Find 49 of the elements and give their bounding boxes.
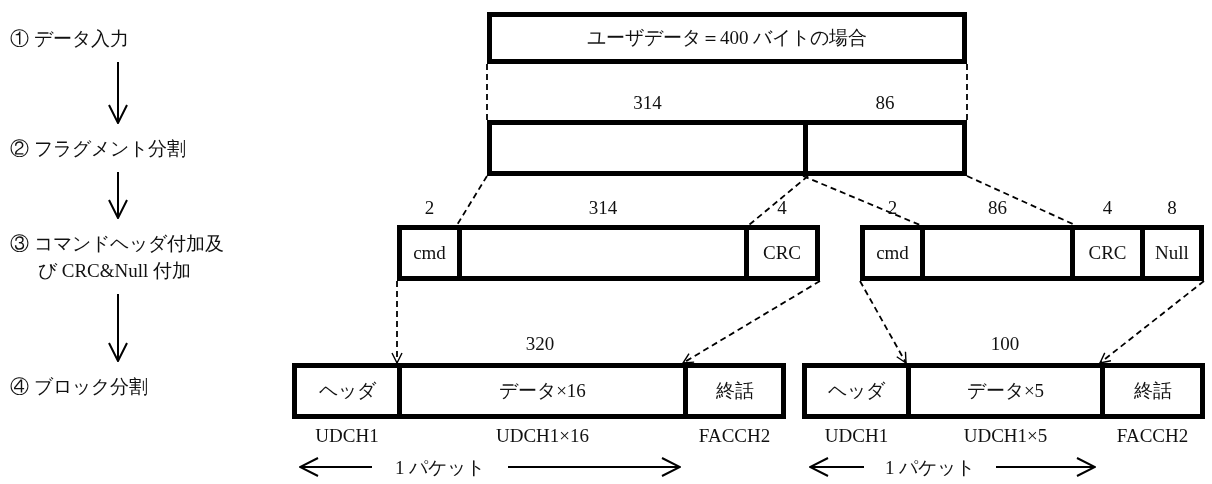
dashed-line: [966, 175, 1076, 226]
byte-count: 4: [1102, 197, 1113, 219]
channel-label: FACCH2: [1116, 425, 1189, 447]
dashed-line: [486, 63, 488, 121]
arrow: [108, 171, 128, 219]
step-text: ① データ入力: [10, 25, 129, 52]
byte-count: 4: [777, 197, 787, 219]
field-label: Null: [1155, 242, 1189, 264]
arrow: [391, 280, 403, 364]
arrow: [1099, 280, 1205, 364]
arrow: [859, 280, 907, 364]
field-label: データ×5: [966, 379, 1045, 403]
byte-count: 320: [525, 333, 555, 355]
field-label: ユーザデータ＝400 バイトの場合: [586, 26, 868, 50]
channel-label: UDCH1×16: [495, 425, 590, 447]
field-label: 終話: [1133, 379, 1172, 403]
field-label: CRC: [763, 242, 801, 264]
channel-label: FACCH2: [698, 425, 771, 447]
byte-count: 8: [1167, 197, 1177, 219]
step-text: ③ コマンドヘッダ付加及び CRC&Null 付加: [10, 230, 235, 284]
step-text: ② フラグメント分割: [10, 135, 186, 162]
byte-count: 100: [990, 333, 1020, 355]
field-label: cmd: [413, 242, 446, 264]
arrow: [682, 280, 821, 364]
field-label: ヘッダ: [828, 379, 885, 403]
channel-label: UDCH1: [315, 425, 379, 447]
channel-label: UDCH1×5: [963, 425, 1048, 447]
dashed-line: [748, 175, 809, 226]
channel-label: UDCH1: [824, 425, 889, 447]
byte-count: 2: [887, 197, 898, 219]
byte-count: 2: [424, 197, 435, 219]
span-label: 1 パケット: [884, 456, 976, 480]
span-label: 1 パケット: [394, 456, 486, 480]
dashed-line: [456, 175, 488, 226]
byte-count: 314: [588, 197, 618, 219]
step-text: ④ ブロック分割: [10, 373, 148, 400]
arrow: [108, 293, 128, 362]
field-label: CRC: [1088, 242, 1127, 264]
field-label: cmd: [876, 242, 909, 264]
arrow: [108, 61, 128, 124]
field-label: 終話: [715, 379, 754, 403]
dashed-line: [966, 63, 968, 121]
field-label: ヘッダ: [318, 379, 376, 403]
byte-count: 314: [633, 92, 662, 114]
field-box: [487, 12, 967, 64]
field-label: データ×16: [499, 379, 586, 403]
byte-count: 86: [875, 92, 895, 114]
dashed-line: [802, 175, 921, 226]
byte-count: 86: [988, 197, 1007, 219]
